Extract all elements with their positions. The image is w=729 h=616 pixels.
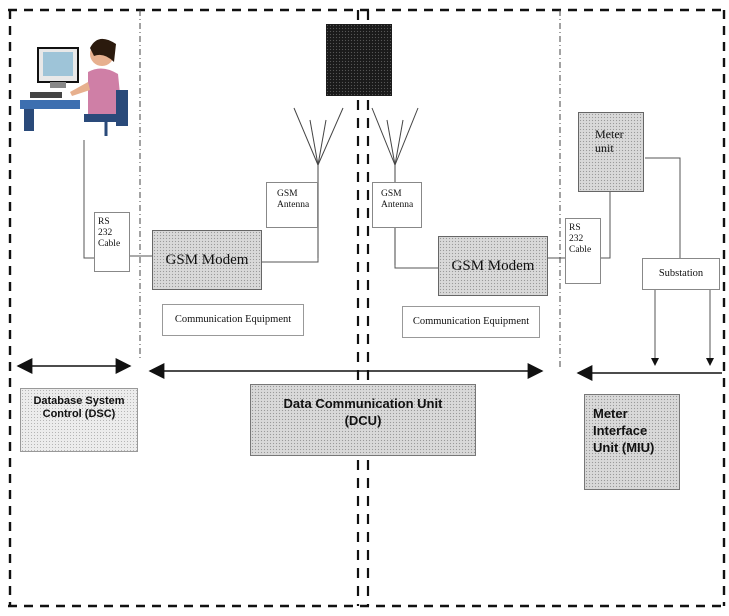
meter-unit-box: Meter unit bbox=[578, 112, 644, 192]
operator-computer-icon bbox=[18, 22, 136, 140]
rs232-right-label: RS 232 Cable bbox=[565, 218, 601, 284]
substation-box: Substation bbox=[642, 258, 720, 290]
gsm-modem-right: GSM Modem bbox=[438, 236, 548, 296]
gsm-antenna-left-label: GSM Antenna bbox=[266, 182, 318, 228]
gsm-modem-left: GSM Modem bbox=[152, 230, 262, 290]
comm-equipment-right: Communication Equipment bbox=[402, 306, 540, 338]
gsm-antenna-right-label: GSM Antenna bbox=[372, 182, 422, 228]
miu-label-box: Meter Interface Unit (MIU) bbox=[584, 394, 680, 490]
comm-equipment-left: Communication Equipment bbox=[162, 304, 304, 336]
dcu-label-box: Data Communication Unit (DCU) bbox=[250, 384, 476, 456]
base-station-block bbox=[326, 24, 392, 96]
center-divider bbox=[358, 10, 368, 606]
dsc-label-box: Database System Control (DSC) bbox=[20, 388, 138, 452]
rs232-left-label: RS 232 Cable bbox=[94, 212, 130, 272]
substation-drop-arrows bbox=[651, 358, 714, 366]
